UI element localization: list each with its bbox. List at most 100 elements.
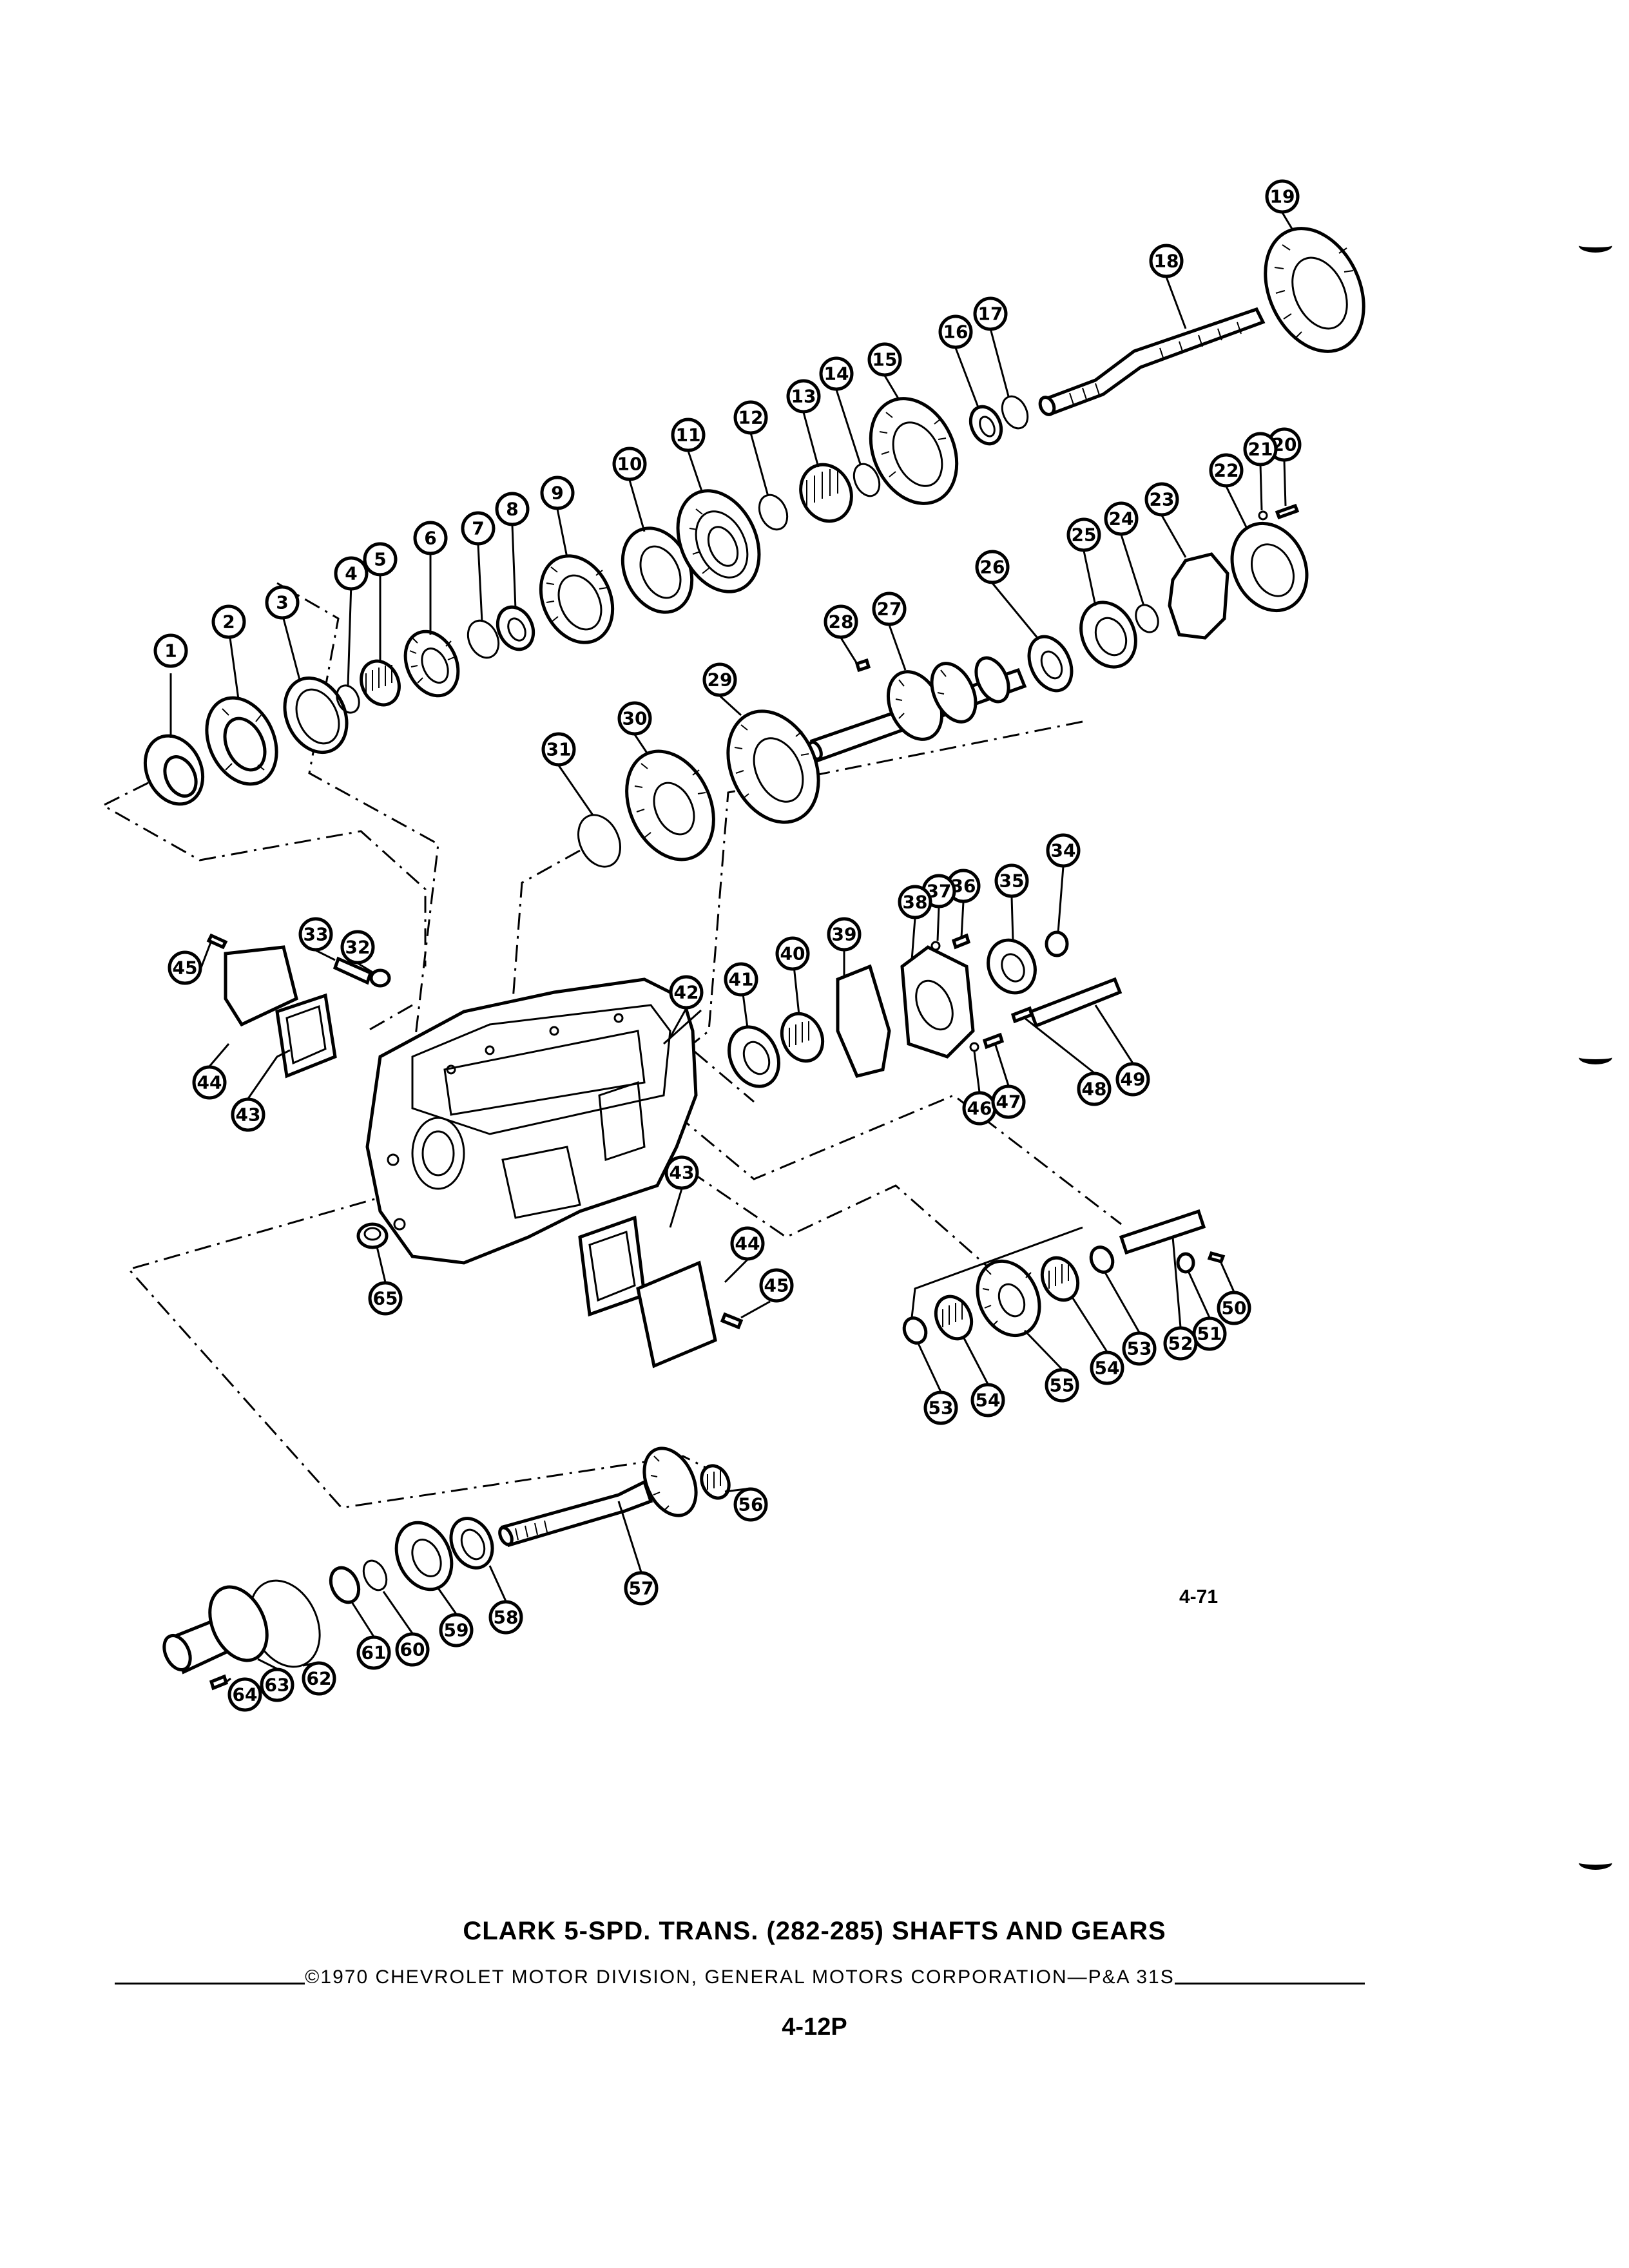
callout-8: 8	[495, 492, 530, 526]
part-48-pin	[1010, 1006, 1034, 1024]
part-64-bolt	[209, 1674, 229, 1691]
part-45-bolt-upper	[206, 933, 228, 950]
part-21-washer	[1258, 510, 1268, 521]
svg-text:21: 21	[1248, 439, 1273, 460]
left-side-parts	[206, 933, 391, 1079]
part-11-synchronizer	[676, 489, 761, 593]
callout-3: 3	[265, 585, 300, 620]
svg-text:3: 3	[276, 592, 288, 613]
svg-text:50: 50	[1222, 1298, 1247, 1319]
part-61-snap-ring	[329, 1566, 361, 1604]
callout-30: 30	[617, 701, 652, 736]
callout-32: 32	[340, 930, 375, 965]
svg-text:45: 45	[173, 957, 198, 979]
svg-text:52: 52	[1168, 1333, 1193, 1354]
part-59-bearing	[394, 1521, 454, 1591]
svg-text:23: 23	[1150, 489, 1175, 510]
part-14-snap-ring	[853, 463, 881, 497]
callout-43-lower: 43	[664, 1155, 699, 1190]
callout-50: 50	[1217, 1291, 1251, 1325]
part-41-bearing	[728, 1025, 780, 1088]
callout-35: 35	[994, 863, 1029, 898]
svg-text:47: 47	[996, 1091, 1021, 1113]
svg-text:40: 40	[780, 943, 805, 965]
svg-text:33: 33	[304, 924, 329, 945]
part-56-pilot-bearing	[700, 1464, 731, 1500]
callout-29: 29	[702, 662, 737, 697]
callout-5: 5	[363, 542, 398, 577]
part-53-washer-left	[902, 1316, 928, 1345]
svg-text:57: 57	[629, 1578, 654, 1599]
svg-text:10: 10	[617, 454, 642, 475]
svg-text:34: 34	[1051, 840, 1076, 861]
mainshaft-assembly	[143, 227, 1365, 806]
callout-65: 65	[368, 1281, 403, 1316]
callout-49: 49	[1115, 1062, 1150, 1097]
part-43-gasket-upper	[275, 993, 337, 1079]
svg-text:4: 4	[345, 563, 357, 584]
svg-text:62: 62	[307, 1668, 332, 1689]
svg-text:28: 28	[829, 611, 854, 633]
part-45-bolt-lower	[720, 1312, 744, 1330]
svg-text:35: 35	[999, 870, 1025, 892]
part-2-retainer	[205, 696, 278, 786]
part-33-fitting	[333, 956, 373, 985]
svg-text:8: 8	[506, 499, 518, 520]
svg-text:58: 58	[494, 1607, 519, 1628]
part-58-washer	[449, 1517, 494, 1570]
part-35-bearing	[987, 938, 1037, 995]
part-22-cover	[1230, 521, 1309, 613]
part-57-input-shaft	[498, 1446, 698, 1548]
callout-16: 16	[938, 314, 973, 349]
right-side-parts	[728, 930, 1226, 1345]
countershaft-assembly	[577, 503, 1309, 868]
part-20-bolt	[1275, 503, 1300, 520]
callout-62: 62	[302, 1661, 336, 1696]
callout-9: 9	[540, 476, 575, 510]
svg-text:32: 32	[345, 937, 371, 958]
part-52-shaft	[1119, 1209, 1206, 1255]
part-49-shaft	[1028, 977, 1123, 1028]
lower-cover-parts	[356, 1215, 744, 1369]
callout-54-left: 54	[970, 1383, 1005, 1418]
callout-23: 23	[1144, 482, 1179, 517]
caption-title: CLARK 5-SPD. TRANS. (282-285) SHAFTS AND…	[463, 1917, 1166, 1945]
part-10-thrust-washer	[621, 526, 694, 614]
svg-text:29: 29	[708, 669, 733, 691]
part-24-snap-ring	[1135, 604, 1159, 633]
svg-text:25: 25	[1072, 524, 1097, 546]
part-63-retainer	[162, 1585, 269, 1675]
part-18-mainshaft	[1038, 307, 1266, 416]
svg-text:39: 39	[832, 924, 857, 945]
callout-44-upper: 44	[192, 1065, 227, 1100]
callout-25: 25	[1066, 517, 1101, 552]
part-12-snap-ring	[758, 494, 789, 531]
svg-text:53: 53	[929, 1398, 954, 1419]
callout-17: 17	[973, 296, 1008, 331]
callout-53-right: 53	[1122, 1331, 1157, 1366]
callout-13: 13	[786, 379, 821, 414]
callout-21: 21	[1243, 432, 1278, 466]
rule-left	[115, 1983, 305, 1984]
part-5-roller-bearing	[360, 659, 401, 707]
callout-22: 22	[1209, 453, 1244, 488]
callout-1: 1	[153, 633, 188, 668]
part-32-plug	[369, 968, 391, 988]
svg-text:49: 49	[1121, 1069, 1146, 1090]
callout-58: 58	[488, 1600, 523, 1635]
svg-text:38: 38	[903, 892, 928, 913]
part-44-cover-lower	[636, 1260, 717, 1369]
part-27-countershaft	[807, 656, 1027, 763]
callout-52: 52	[1163, 1326, 1198, 1361]
part-55-idler-gear	[976, 1259, 1041, 1338]
callout-18: 18	[1149, 244, 1184, 278]
callout-40: 40	[775, 936, 810, 971]
svg-text:61: 61	[361, 1642, 387, 1664]
callout-54-right: 54	[1090, 1350, 1124, 1385]
part-29-gear	[726, 709, 820, 824]
callout-11: 11	[671, 418, 706, 452]
part-54-roller-bearing-left	[934, 1294, 974, 1341]
callout-34: 34	[1046, 833, 1081, 868]
part-47-bolt	[982, 1032, 1005, 1050]
